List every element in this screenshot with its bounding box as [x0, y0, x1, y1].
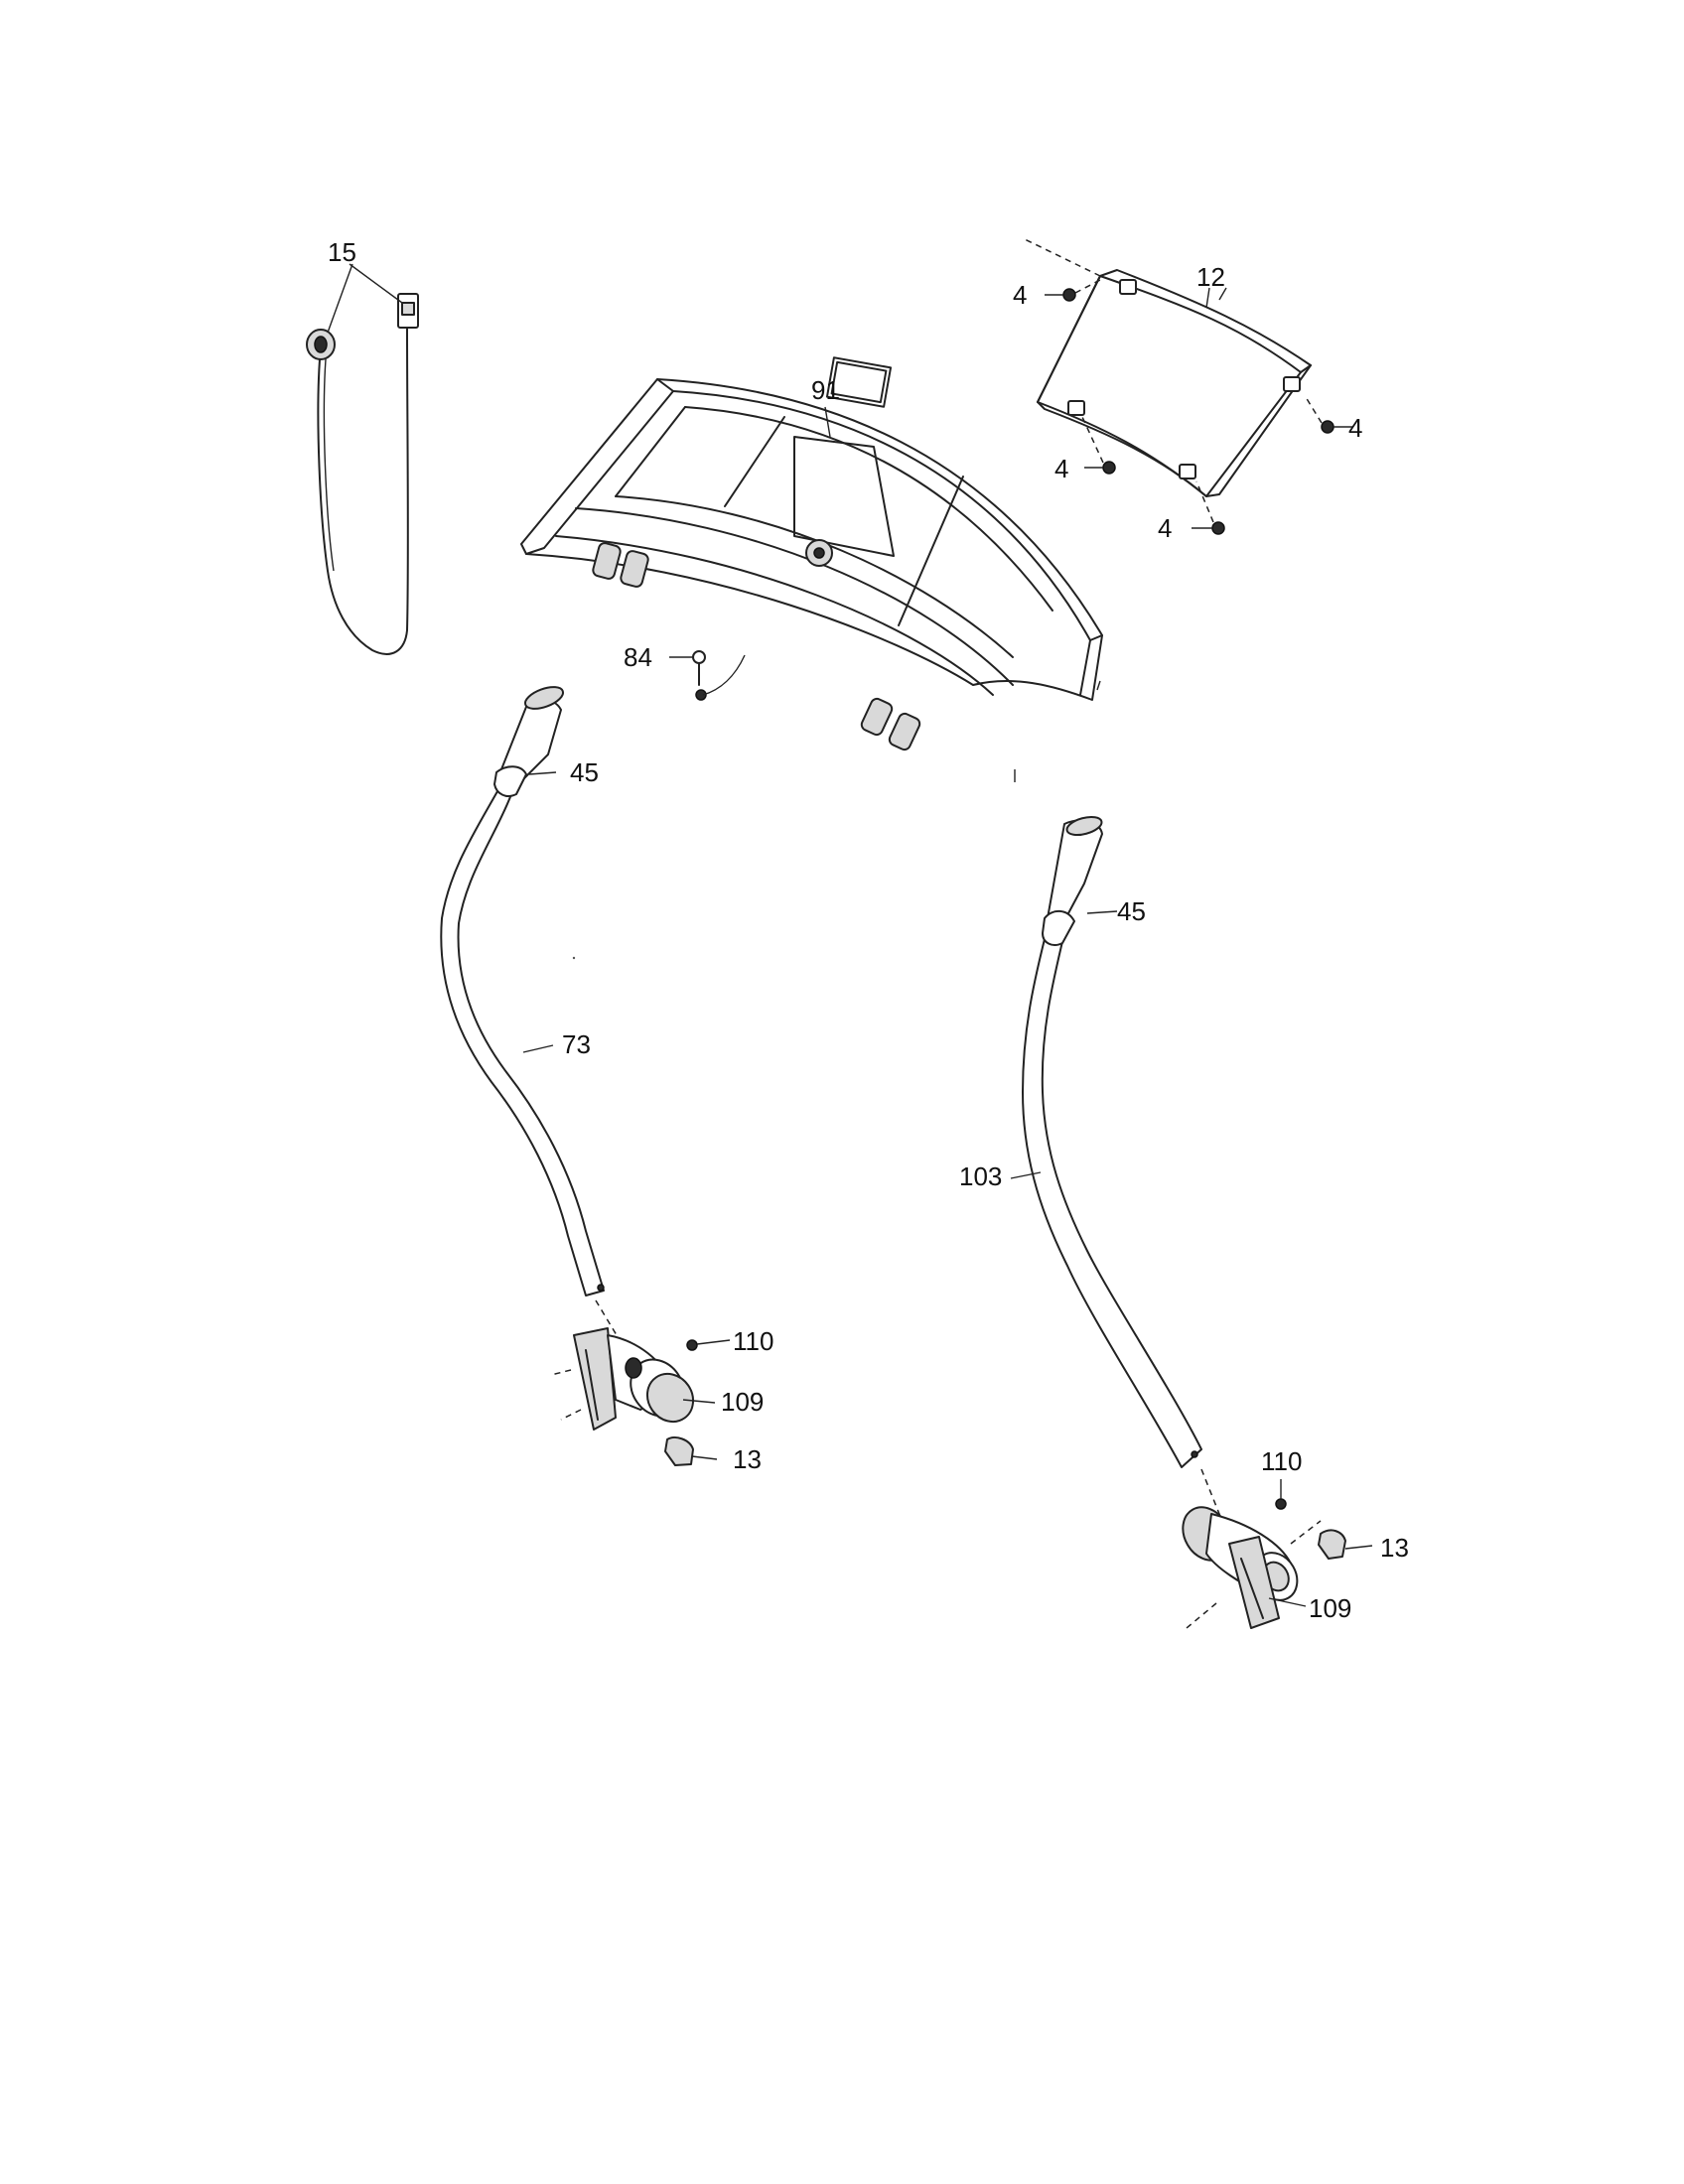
leader-lines [522, 287, 1210, 1179]
callout-4-c: 4 [1054, 454, 1068, 483]
callout-109-right: 109 [1309, 1593, 1351, 1623]
callout-103: 103 [959, 1161, 1002, 1191]
callout-109-left: 109 [721, 1387, 764, 1417]
callout-13-left: 13 [733, 1444, 762, 1474]
callout-12: 12 [1196, 262, 1225, 292]
part-109-bracket-right [1182, 1479, 1322, 1629]
stray-dot [572, 956, 576, 960]
callout-91: 91 [811, 375, 840, 405]
callout-13-right: 13 [1380, 1533, 1409, 1563]
part-73-upright-left [440, 686, 627, 1351]
callout-45-left: 45 [570, 757, 599, 787]
callout-4-d: 4 [1158, 513, 1172, 543]
part-4-screws [1045, 279, 1352, 535]
callout-110-left: 110 [733, 1326, 773, 1356]
part-13-cap-left [664, 1436, 718, 1466]
part-13-cap-right [1318, 1529, 1373, 1560]
part-84-screw [669, 650, 746, 701]
callout-4-b: 4 [1348, 413, 1362, 443]
part-103-upright-right [1022, 815, 1222, 1520]
part-91-console [520, 356, 1103, 782]
callout-84: 84 [624, 642, 652, 672]
callout-45-right: 45 [1117, 896, 1146, 926]
callout-110-right: 110 [1261, 1446, 1302, 1476]
part-12-cover [1022, 237, 1312, 497]
part-15-wire [306, 263, 419, 655]
callout-15: 15 [328, 237, 356, 267]
part-109-bracket-left [550, 1327, 731, 1431]
callout-4-a: 4 [1013, 280, 1027, 310]
callout-73: 73 [562, 1029, 591, 1059]
callout-labels: 15 12 4 4 4 4 91 84 45 45 73 103 110 109… [328, 237, 1409, 1623]
